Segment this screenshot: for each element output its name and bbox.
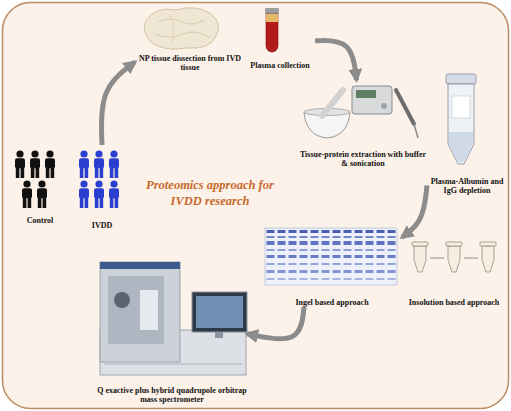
mass-spectrometer-part: [100, 262, 180, 269]
control-people: [15, 150, 55, 208]
depletion-tube: [446, 74, 476, 164]
insolution-tubes: [412, 242, 496, 272]
flow-arrow: [315, 41, 357, 80]
sonicator-part: [356, 90, 376, 98]
ivdd-people-part: [94, 150, 104, 178]
figure-group: Tissue-protein extraction with buffer & …: [298, 80, 428, 168]
ivdd-people-part: [79, 180, 89, 208]
figure-group: Control: [10, 145, 70, 225]
diagram-title: Proteomics approach for IVDD research: [135, 178, 285, 209]
control-people-part: [37, 180, 47, 208]
sds-page-gel-part: [265, 228, 397, 285]
blood-tube-part: [265, 8, 279, 14]
insolution-tubes-part: [464, 258, 478, 259]
mass-spectrometer-part: [196, 296, 243, 328]
sonicator: [352, 86, 418, 138]
control-people-part: [15, 150, 25, 178]
mass-spectrometer-part: [104, 364, 242, 365]
mass-spectrometer-part: [215, 332, 223, 338]
depletion-tube-part: [448, 84, 474, 164]
figure-group: NP tissue dissection from IVD tissue: [135, 5, 245, 72]
caption-text: Tissue-protein extraction with buffer & …: [298, 150, 428, 168]
insolution-tubes-part: [482, 246, 494, 272]
caption-text: Control: [27, 216, 54, 225]
depletion-tube-part: [446, 74, 476, 84]
figure-group: Insolution based approach: [403, 235, 505, 307]
depletion-tube-part: [449, 132, 473, 162]
sonicator-part: [381, 103, 387, 109]
mass-spectrometer-part: [140, 290, 158, 330]
blood-tube-part: [266, 14, 278, 52]
figure-group: Plasma-Albumin and IgG depletion: [427, 75, 507, 195]
mortar-and-pestle-part: [322, 90, 343, 116]
caption-text: IVDD: [92, 221, 112, 230]
ivdd-people-part: [109, 180, 119, 208]
insolution-tubes-part: [430, 258, 444, 259]
sonicator-part: [352, 86, 392, 114]
sonicator-part: [396, 90, 414, 124]
np-tissue-photo-part: [155, 32, 209, 37]
insolution-tubes-part: [446, 242, 462, 246]
np-tissue-photo: [144, 8, 218, 49]
caption-text: Plasma-Albumin and IgG depletion: [427, 177, 507, 195]
ivdd-people: [79, 150, 119, 208]
sonicator-part: [414, 124, 418, 138]
blood-tube: [265, 8, 279, 52]
caption-text: Plasma collection: [250, 61, 309, 70]
caption-text: NP tissue dissection from IVD tissue: [135, 54, 245, 72]
mass-spectrometer: [100, 262, 247, 375]
ivdd-people-part: [79, 150, 89, 178]
np-tissue-photo-part: [144, 8, 218, 49]
ivdd-people-part: [109, 150, 119, 178]
figure-group: Ingel based approach: [262, 225, 402, 307]
ivdd-people-part: [94, 180, 104, 208]
depletion-tube-part: [452, 96, 470, 118]
caption-text: Q exactive plus hybrid quadrupole orbitr…: [97, 386, 247, 404]
blood-tube-part: [266, 14, 278, 22]
insolution-tubes-part: [448, 246, 460, 272]
insolution-tubes-part: [480, 242, 496, 246]
control-people-part: [22, 180, 32, 208]
mass-spectrometer-part: [114, 292, 130, 308]
mortar-and-pestle: [304, 90, 350, 138]
control-people-part: [30, 150, 40, 178]
insolution-tubes-part: [414, 246, 426, 272]
caption-text: Ingel based approach: [295, 298, 368, 307]
flow-arrow: [402, 185, 427, 237]
figure-group: IVDD: [72, 145, 132, 230]
np-tissue-photo-part: [170, 14, 174, 44]
sds-page-gel: [265, 228, 397, 285]
flow-arrow: [101, 62, 135, 145]
figure-group: Plasma collection: [245, 5, 315, 70]
panel-background: [3, 3, 509, 409]
mass-spectrometer-part: [192, 292, 247, 332]
insolution-tubes-part: [412, 242, 428, 246]
caption-text: Insolution based approach: [409, 298, 500, 307]
np-tissue-photo-part: [158, 19, 204, 24]
flow-arrow: [247, 307, 304, 339]
figure-group: Q exactive plus hybrid quadrupole orbitr…: [97, 248, 247, 404]
control-people-part: [45, 150, 55, 178]
mass-spectrometer-part: [108, 276, 164, 344]
mass-spectrometer-part: [100, 262, 180, 362]
